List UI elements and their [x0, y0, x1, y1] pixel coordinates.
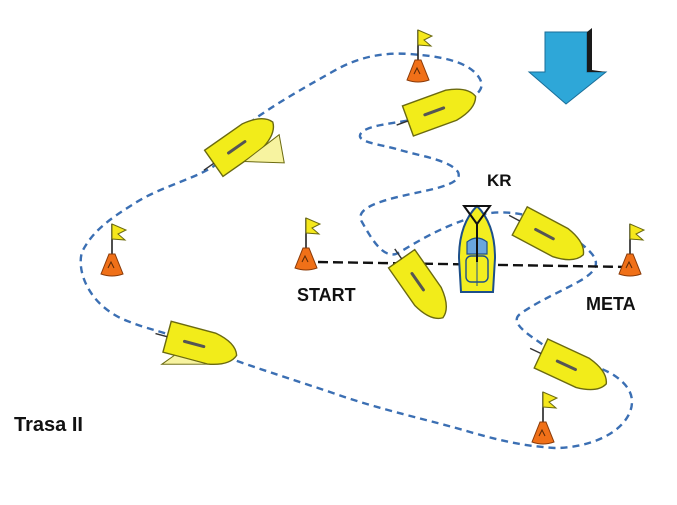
sailboat-upper-left: [193, 107, 285, 185]
sailboat-center: [380, 238, 458, 329]
sailboat-right: [500, 199, 593, 271]
wind-direction-arrow-icon: [527, 28, 608, 105]
buoy-mark-finish: [618, 223, 645, 277]
finish-label: META: [586, 294, 636, 314]
start-label: START: [297, 285, 356, 305]
sailboat-top: [389, 79, 483, 142]
committee-boat-label: KR: [487, 171, 512, 190]
buoy-mark-bottom: [531, 391, 558, 445]
buoy-mark-left: [100, 223, 127, 277]
buoy-mark-start: [294, 217, 321, 271]
motorboat-icon: [457, 204, 497, 293]
sailboat-lower-left: [149, 316, 243, 373]
sailboat-lower-right: [521, 332, 615, 400]
course-title: Trasa II: [14, 414, 83, 436]
